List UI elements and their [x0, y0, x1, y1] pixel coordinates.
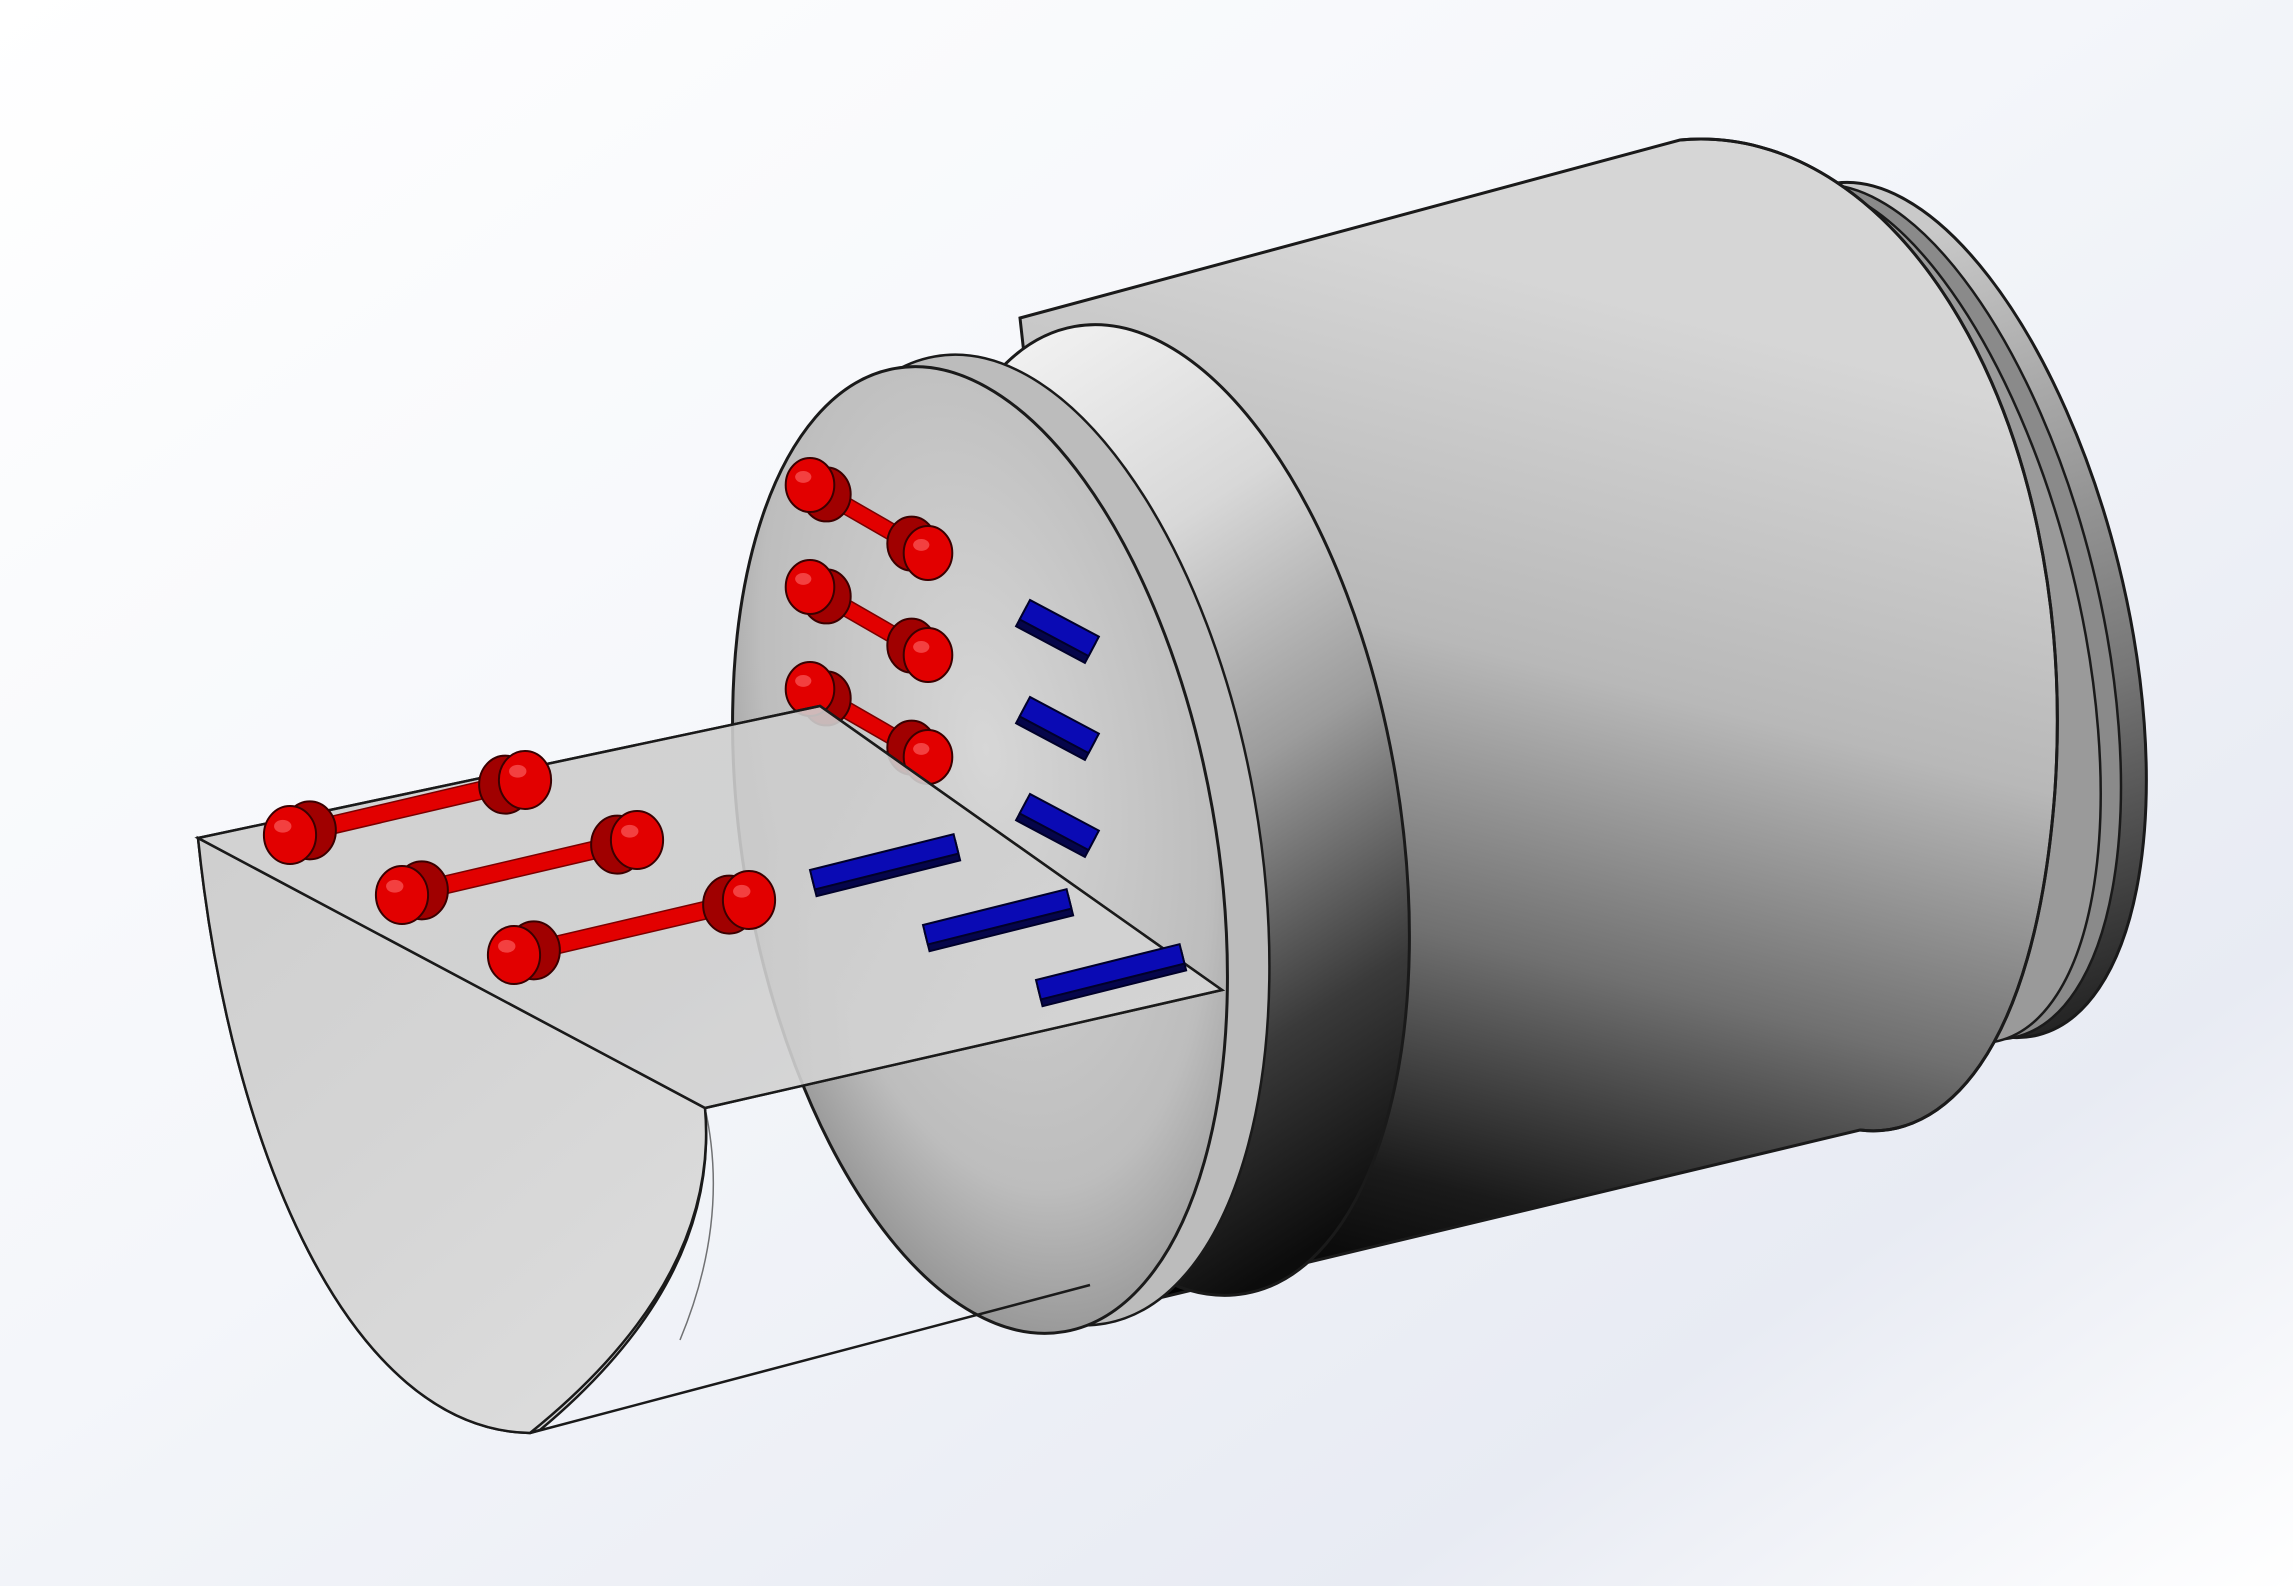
tray-blue-bar	[1034, 942, 1188, 1008]
drum-blue-bar	[1014, 695, 1101, 762]
tray-specimens	[262, 750, 1188, 1008]
tray-curve-through-drum	[679, 1107, 715, 1341]
drum-blue-bar	[1014, 792, 1101, 859]
drum-red-dumbbell	[784, 559, 954, 683]
tray-front-face	[196, 835, 708, 1435]
tray-blue-bar	[921, 887, 1075, 953]
drum-red-dumbbell	[784, 457, 954, 581]
tray-red-dumbbell	[486, 870, 777, 985]
tray-blue-bar	[808, 832, 962, 898]
tray-red-dumbbell	[374, 810, 665, 925]
drum-blue-bar	[1014, 598, 1101, 665]
tray-red-dumbbell	[262, 750, 553, 865]
tray-lower-edge	[529, 1283, 1091, 1435]
drum-rear-edge	[1679, 137, 2059, 1133]
